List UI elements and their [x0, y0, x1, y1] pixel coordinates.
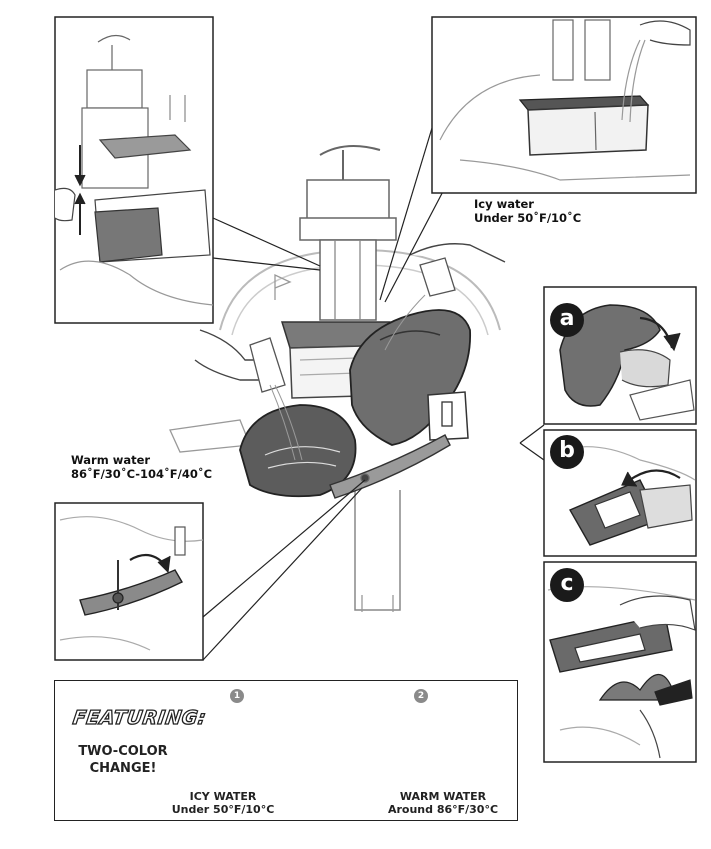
warm-water-temp: 86˚F/30˚C-104˚F/40˚C [71, 467, 213, 481]
inset-step-a [543, 286, 697, 425]
step-badge-b: b [550, 435, 584, 469]
warm-water-caption: WARM WATER Around 86°F/30°C [373, 790, 513, 816]
inset-lever [54, 502, 204, 661]
step-badge-a: a [550, 303, 584, 337]
warm-caption-title: WARM WATER [399, 790, 487, 803]
feature-panel: FEATURING: TWO-COLOR CHANGE! 1 2 ICY WAT… [54, 680, 518, 821]
icy-caption-title: ICY WATER [189, 790, 257, 803]
state-number-1: 1 [230, 689, 244, 703]
inset-top-right [431, 16, 697, 194]
two-color-line1: TWO-COLOR [78, 744, 168, 759]
icy-water-caption: ICY WATER Under 50°F/10°C [163, 790, 283, 816]
callout-lines [202, 127, 545, 661]
icy-caption-temp: Under 50°F/10°C [171, 803, 275, 816]
inset-top-left [54, 16, 214, 324]
warm-water-title: Warm water [71, 453, 151, 467]
two-color-line2: CHANGE! [89, 761, 157, 776]
state-number-2: 2 [414, 689, 428, 703]
main-playset-drawing [169, 145, 506, 612]
two-color-change-text: TWO-COLOR CHANGE! [75, 743, 171, 777]
featuring-title: FEATURING: [71, 706, 208, 729]
icy-water-temp: Under 50˚F/10˚C [474, 211, 582, 225]
step-badge-c: c [550, 568, 584, 602]
icy-water-title: Icy water [474, 197, 534, 211]
warm-water-label: Warm water 86˚F/30˚C-104˚F/40˚C [71, 453, 212, 481]
warm-caption-temp: Around 86°F/30°C [387, 803, 499, 816]
icy-water-label: Icy water Under 50˚F/10˚C [474, 197, 581, 225]
